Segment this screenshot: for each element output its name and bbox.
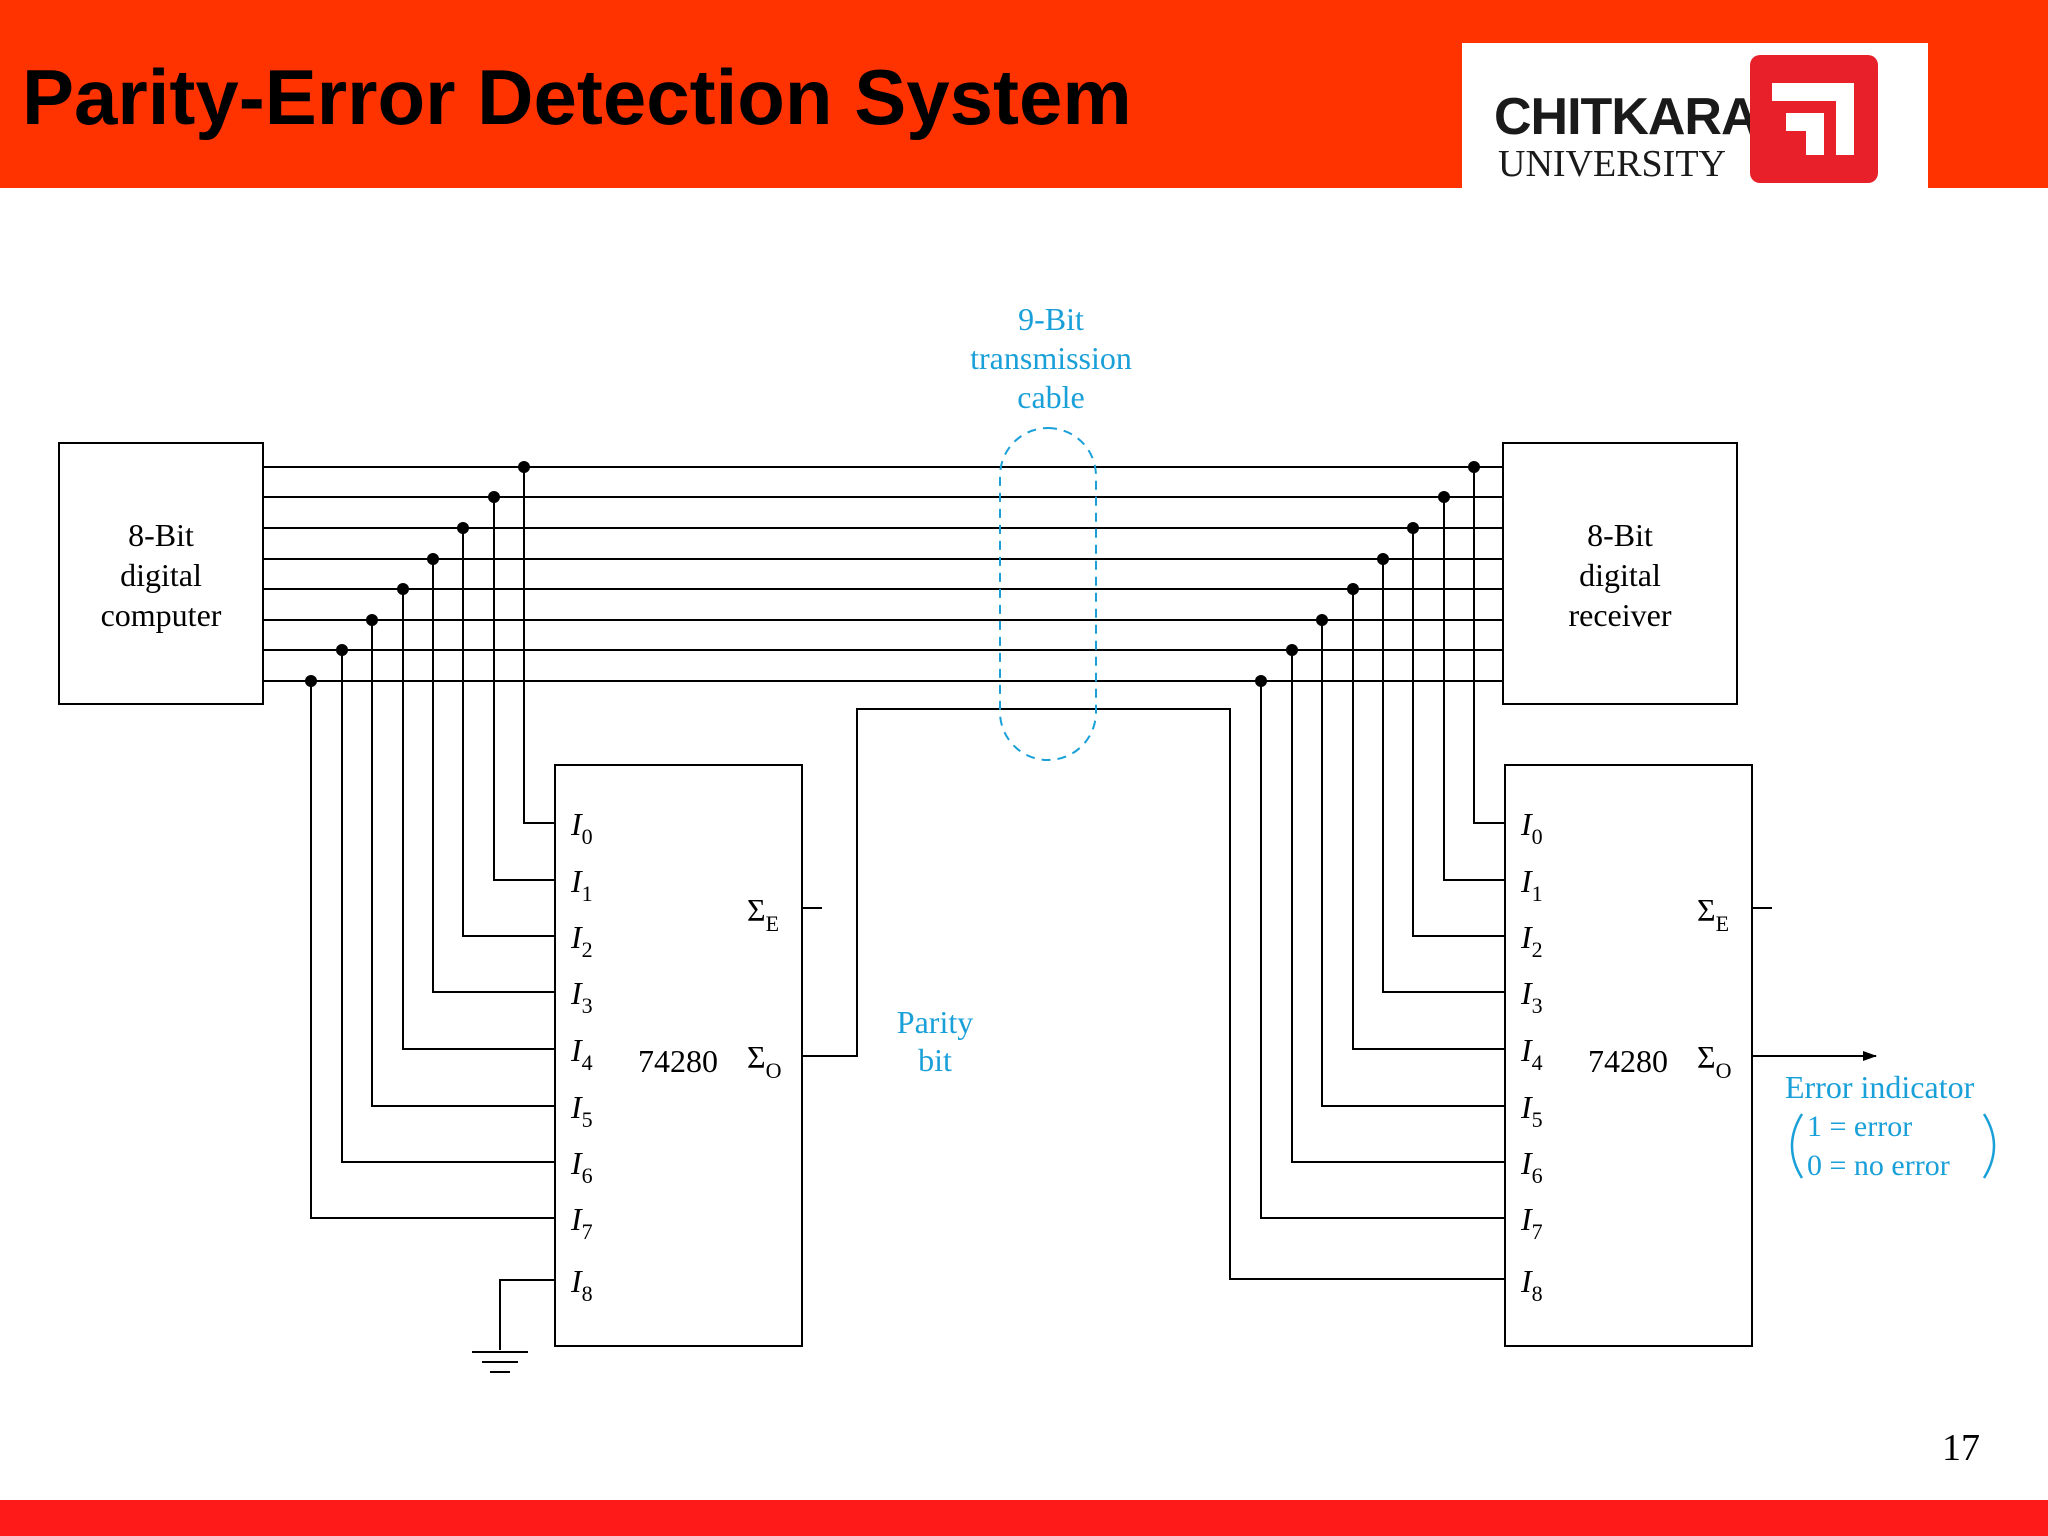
junction-dot (1377, 553, 1389, 565)
chip-right-sigma-o: ΣO (1697, 1039, 1732, 1083)
chip-input-label: I8 (570, 1263, 593, 1306)
chip-input-label: I0 (1520, 806, 1543, 849)
slide-title: Parity-Error Detection System (22, 53, 1132, 141)
left-tap-wire (371, 620, 555, 1107)
right-tap-wire (1382, 559, 1505, 993)
left-tap-wire (462, 528, 555, 937)
junction-dot (1438, 491, 1450, 503)
chip-input-label: I1 (1520, 863, 1543, 906)
footer-bar (0, 1500, 2048, 1536)
tap-wires (310, 467, 1505, 1219)
chip-left-sigma-e: ΣE (747, 892, 779, 936)
left-tap-wire (432, 559, 555, 993)
chip-input-label: I4 (1520, 1032, 1543, 1075)
chip-input-label: I6 (1520, 1145, 1543, 1188)
chip-input-label: I8 (1520, 1263, 1543, 1306)
error-indicator-label: Error indicator (1785, 1069, 1975, 1105)
university-logo: CHITKARA UNIVERSITY (1462, 43, 1928, 188)
junction-dot (1347, 583, 1359, 595)
logo-subtitle: UNIVERSITY (1498, 143, 1726, 185)
junction-dot (366, 614, 378, 626)
junction-dot (1255, 675, 1267, 687)
receiver-label-line-2: digital (1579, 557, 1661, 593)
parity-label-line-2: bit (918, 1042, 952, 1078)
data-bus (263, 466, 1503, 682)
junction-dot (1468, 461, 1480, 473)
chip-input-label: I1 (570, 863, 593, 906)
chip-input-label: I6 (570, 1145, 593, 1188)
junction-dot (457, 522, 469, 534)
right-tap-wire (1443, 497, 1505, 881)
chip-left-sigma-o: ΣO (747, 1039, 782, 1083)
ground-wire (499, 1279, 555, 1350)
junction-dots (305, 461, 1480, 687)
left-tap-wire (341, 650, 555, 1163)
junction-dot (397, 583, 409, 595)
parity-label-line-1: Parity (897, 1004, 973, 1040)
cable-label-line-2: transmission (970, 340, 1132, 376)
chip-input-label: I0 (570, 806, 593, 849)
receiver-label-line-3: receiver (1568, 597, 1671, 633)
right-tap-wire (1473, 467, 1505, 824)
computer-label-line-3: computer (101, 597, 222, 633)
error-right-paren (1982, 1113, 1996, 1179)
chip-input-label: I7 (570, 1201, 593, 1244)
cable-label-line-3: cable (1017, 379, 1085, 415)
logo-wordmark: CHITKARA (1494, 88, 1759, 146)
junction-dot (305, 675, 317, 687)
junction-dot (1286, 644, 1298, 656)
left-tap-wire (310, 681, 555, 1219)
chip-input-label: I4 (570, 1032, 593, 1075)
right-tap-wire (1260, 681, 1505, 1219)
error-left-paren (1790, 1113, 1804, 1179)
right-tap-wire (1412, 528, 1505, 937)
chip-input-label: I5 (1520, 1089, 1543, 1132)
junction-dot (336, 644, 348, 656)
right-tap-wire (1321, 620, 1505, 1107)
receiver-box (1502, 442, 1738, 705)
junction-dot (518, 461, 530, 473)
chip-left-name: 74280 (638, 1043, 718, 1079)
computer-label-line-2: digital (120, 557, 202, 593)
chip-input-label: I2 (570, 919, 593, 962)
error-line-2: 0 = no error (1807, 1149, 1950, 1182)
junction-dot (488, 491, 500, 503)
parity-wire (802, 708, 1505, 1280)
ground-icon (472, 1351, 528, 1373)
cable-outline (999, 427, 1097, 761)
junction-dot (427, 553, 439, 565)
chip-input-label: I7 (1520, 1201, 1543, 1244)
chip-right-name: 74280 (1588, 1043, 1668, 1079)
chip-input-label: I3 (570, 975, 593, 1018)
chip-right-sigma-e: ΣE (1697, 892, 1729, 936)
cable-label-line-1: 9-Bit (1018, 301, 1084, 337)
junction-dot (1316, 614, 1328, 626)
chip-input-label: I5 (570, 1089, 593, 1132)
chip-input-label: I2 (1520, 919, 1543, 962)
computer-box (58, 442, 264, 705)
left-tap-wire (493, 497, 555, 881)
chip-input-label: I3 (1520, 975, 1543, 1018)
left-tap-wire (402, 589, 555, 1050)
right-tap-wire (1352, 589, 1505, 1050)
error-line-1: 1 = error (1807, 1110, 1912, 1143)
page-number: 17 (1942, 1427, 1980, 1469)
logo-emblem-icon (1750, 55, 1878, 183)
receiver-label-line-1: 8-Bit (1587, 517, 1653, 553)
right-tap-wire (1291, 650, 1505, 1163)
computer-label-line-1: 8-Bit (128, 517, 194, 553)
left-tap-wire (523, 467, 555, 824)
junction-dot (1407, 522, 1419, 534)
